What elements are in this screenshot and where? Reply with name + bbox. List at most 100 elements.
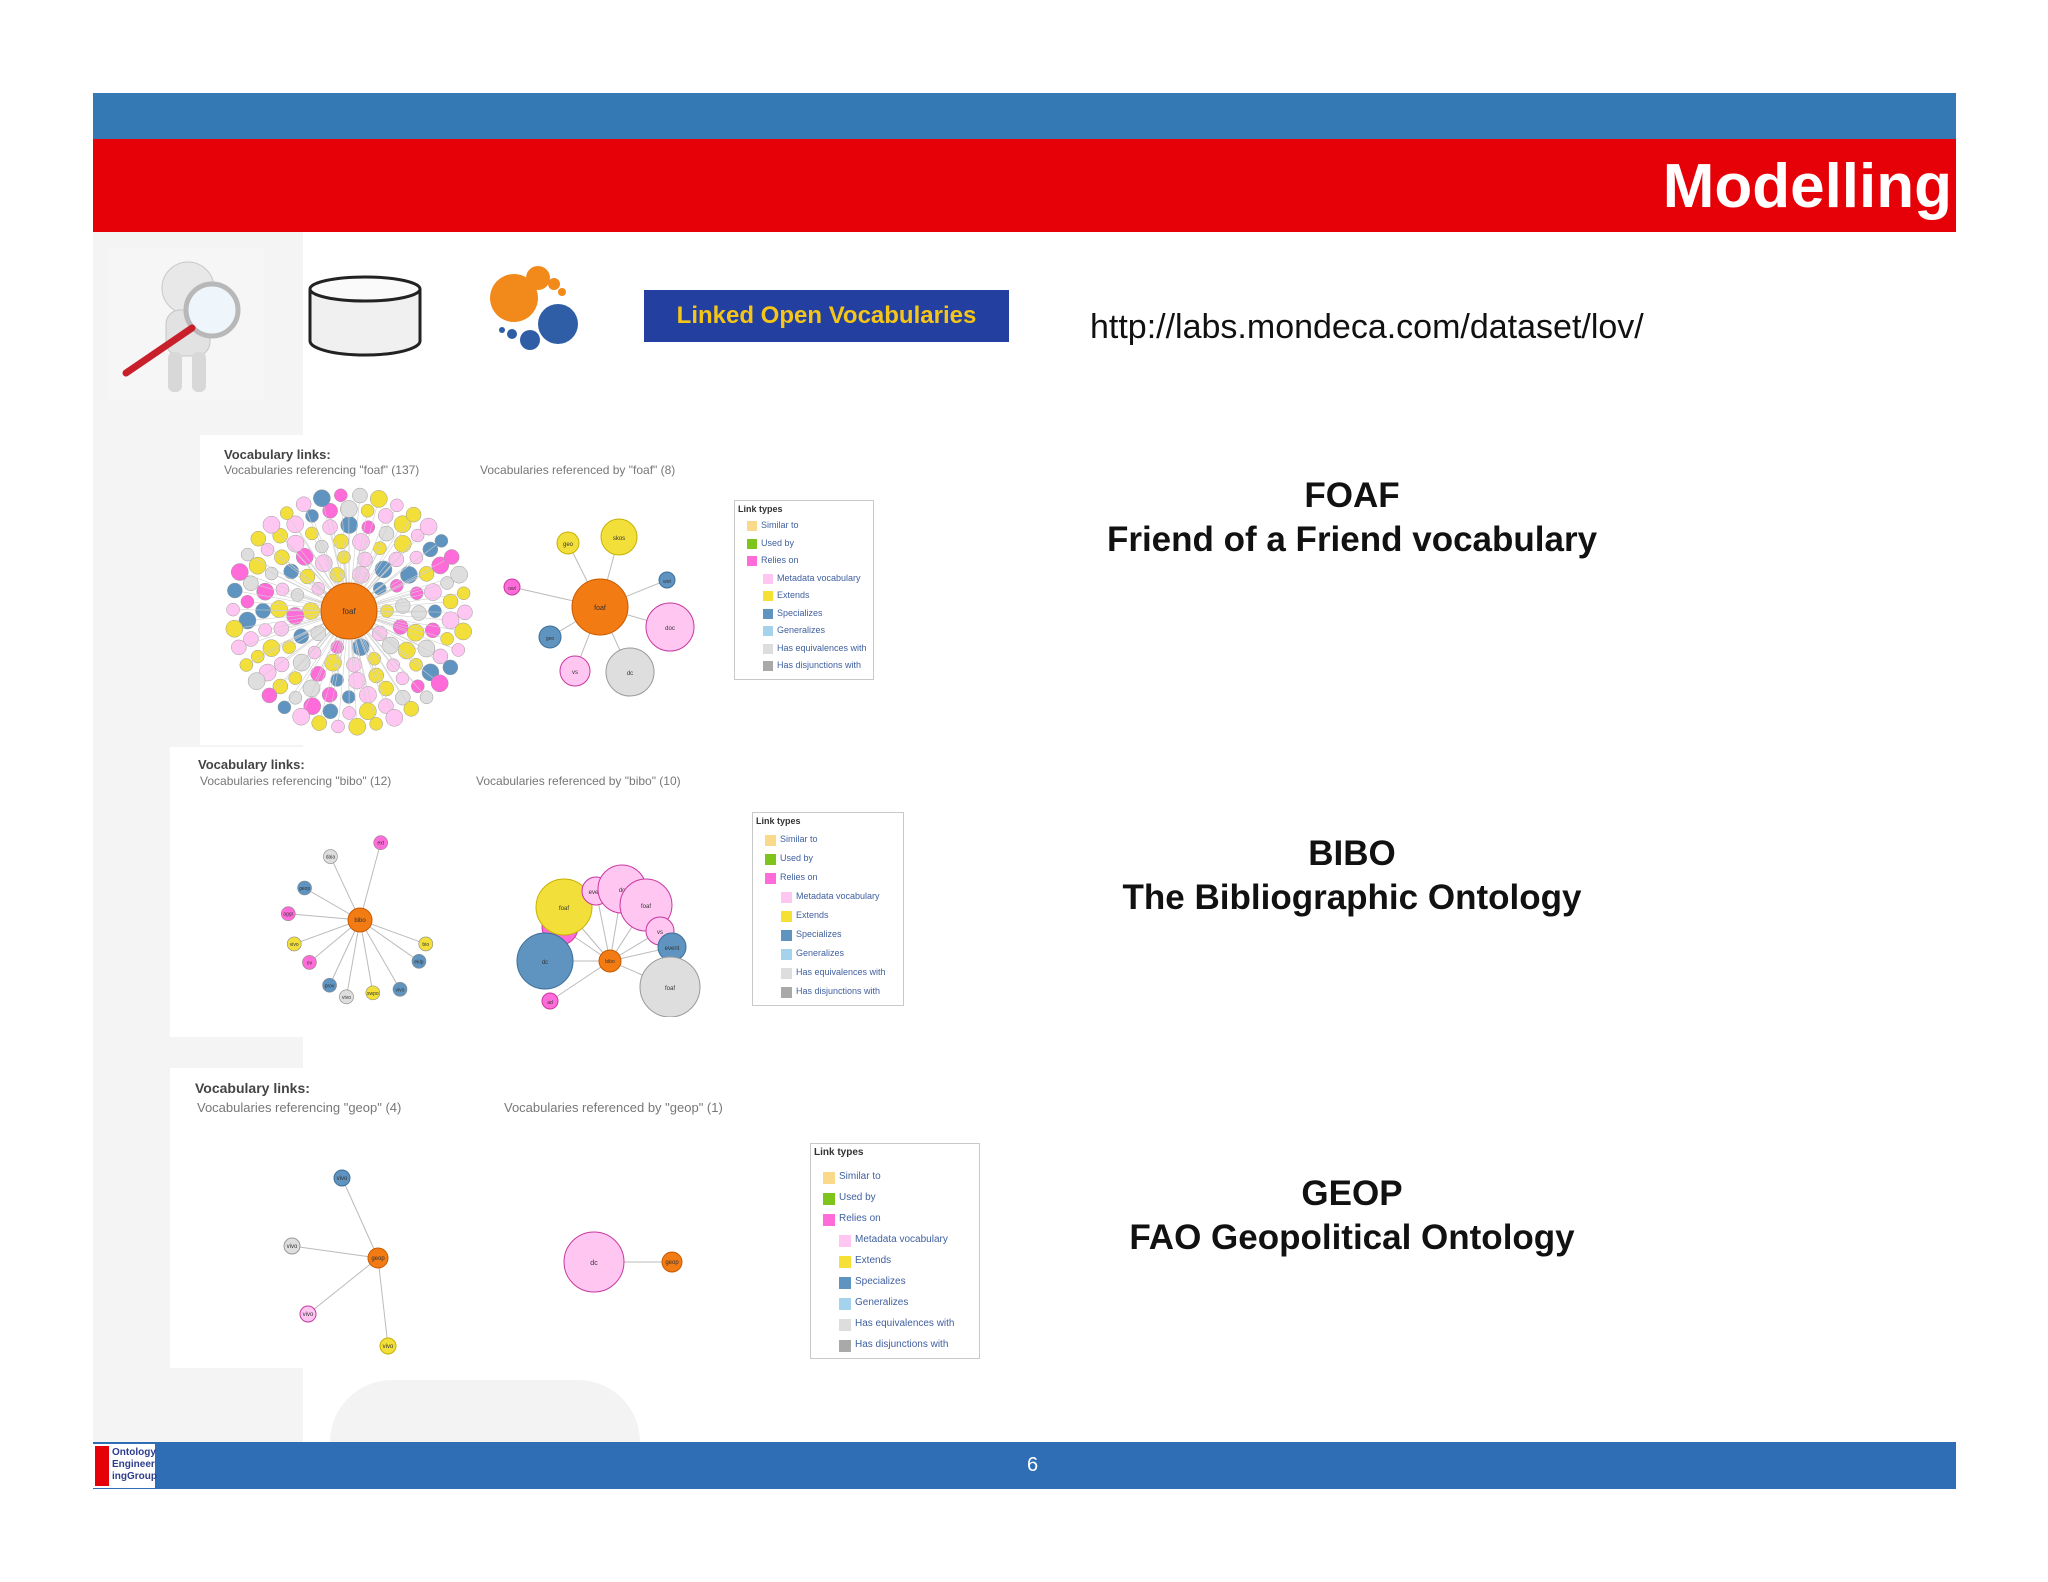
graph-node xyxy=(277,700,292,715)
graph-node-label: foaf xyxy=(559,906,569,912)
graph-node xyxy=(288,671,302,685)
graph-node-center xyxy=(347,907,373,933)
graph-node xyxy=(315,554,333,572)
vocab-links-title: Vocabulary links: xyxy=(198,757,305,772)
legend-label: Used by xyxy=(839,1192,876,1203)
legend-swatch xyxy=(839,1298,851,1310)
graph-node xyxy=(286,534,305,553)
legend-swatch xyxy=(839,1340,851,1352)
graph-node-center xyxy=(598,949,622,973)
legend-swatch xyxy=(747,521,757,531)
graph-node xyxy=(231,639,247,656)
lov-url[interactable]: http://labs.mondeca.com/dataset/lov/ xyxy=(1090,308,1644,346)
graph-node xyxy=(456,586,471,601)
legend-label: Generalizes xyxy=(796,948,845,958)
graph-node xyxy=(292,707,310,726)
graph-node xyxy=(503,578,521,596)
graph-node-center xyxy=(661,1251,683,1273)
graph-node xyxy=(250,649,265,664)
vocab-heading-foaf: FOAF Friend of a Friend vocabulary xyxy=(1052,474,1652,562)
graph-node-label: vs xyxy=(572,670,578,676)
legend-label: Used by xyxy=(780,853,814,863)
graph-node xyxy=(250,530,267,547)
graph-node-label: event xyxy=(589,890,604,896)
graph-node-label: vs xyxy=(657,930,663,936)
graph-node xyxy=(286,936,302,952)
legend-label: Relies on xyxy=(780,872,818,882)
graph-node-label: vivo xyxy=(396,987,405,993)
legend-swatch xyxy=(839,1235,851,1247)
graph-node-label: wot xyxy=(663,579,671,585)
geop-referenced-graph: dc geop xyxy=(563,1231,683,1293)
legend-swatch xyxy=(763,643,773,654)
referenced-by-label: Vocabularies referenced by "geop" (1) xyxy=(504,1100,723,1115)
legend-swatch xyxy=(839,1256,851,1268)
legend-label: Used by xyxy=(761,537,795,548)
graph-node xyxy=(272,678,289,695)
graph-edge xyxy=(345,919,361,997)
graph-node xyxy=(516,932,574,990)
graph-node-label: dc xyxy=(590,1260,598,1267)
graph-node xyxy=(279,506,294,520)
graph-node xyxy=(321,687,338,703)
foaf-referencing-graph: foaf xyxy=(225,487,473,736)
graph-node-label: aggr xyxy=(283,912,293,918)
lov-badge: Linked Open Vocabularies xyxy=(644,290,1009,342)
graph-node xyxy=(440,632,454,646)
graph-node xyxy=(264,566,279,581)
geop-graph-panel: Vocabulary links: Vocabularies referenci… xyxy=(170,1068,990,1368)
graph-node xyxy=(322,703,339,720)
bibo-referencing-graph: daiaextgeopaggrvivoovprovvivoswpovivoekl… xyxy=(280,835,434,1005)
legend-swatch xyxy=(781,949,792,960)
graph-node xyxy=(393,515,412,533)
vocab-name: BIBO xyxy=(1308,834,1396,873)
vocab-name: GEOP xyxy=(1301,1174,1403,1213)
graph-node xyxy=(457,604,473,621)
graph-node xyxy=(454,622,472,641)
legend-swatch xyxy=(781,968,792,979)
graph-node-label: geop xyxy=(665,1260,679,1266)
graph-node xyxy=(419,690,434,705)
graph-node xyxy=(411,679,425,694)
graph-node-center xyxy=(320,582,378,640)
database-cylinder-icon xyxy=(306,275,424,359)
graph-node xyxy=(556,531,580,555)
graph-node-label: vivo xyxy=(303,1312,314,1318)
graph-node xyxy=(378,680,394,697)
graph-node xyxy=(270,600,288,618)
graph-node xyxy=(322,503,338,519)
graph-node xyxy=(262,515,281,534)
graph-node xyxy=(248,556,267,575)
legend-label: Relies on xyxy=(839,1213,881,1224)
graph-node-label: prov xyxy=(325,983,335,989)
legend-label: Specializes xyxy=(855,1276,906,1287)
graph-node xyxy=(434,534,449,548)
legend-label: Similar to xyxy=(839,1171,881,1182)
graph-node-label: vivo xyxy=(337,1176,348,1182)
legend-title: Link types xyxy=(738,504,783,514)
legend-label: Has disjunctions with xyxy=(796,986,881,996)
legend-swatch xyxy=(823,1172,835,1184)
graph-node xyxy=(394,535,412,553)
legend-label: Similar to xyxy=(780,834,818,844)
graph-node xyxy=(418,566,435,582)
magnifier-person-icon xyxy=(108,248,264,400)
legend-label: Generalizes xyxy=(855,1297,909,1308)
legend-label: Extends xyxy=(855,1255,892,1266)
graph-node xyxy=(605,647,655,697)
graph-node-center xyxy=(367,1247,389,1269)
legend-swatch xyxy=(823,1214,835,1226)
footer-bar xyxy=(93,1442,1956,1489)
legend-label: Metadata vocabulary xyxy=(855,1234,948,1245)
graph-node-label: eklp xyxy=(414,959,423,965)
referenced-by-label: Vocabularies referenced by "bibo" (10) xyxy=(476,774,681,788)
legend-swatch xyxy=(763,573,773,584)
page-number: 6 xyxy=(1026,1454,1039,1476)
graph-node-label: geop xyxy=(299,886,310,892)
graph-node xyxy=(225,619,244,638)
foaf-referenced-graph: geo skos wot owl geo doc dc vs foaf xyxy=(503,518,695,697)
graph-node xyxy=(310,666,326,682)
graph-node-label: vivo xyxy=(383,1344,394,1350)
graph-node xyxy=(431,556,450,575)
